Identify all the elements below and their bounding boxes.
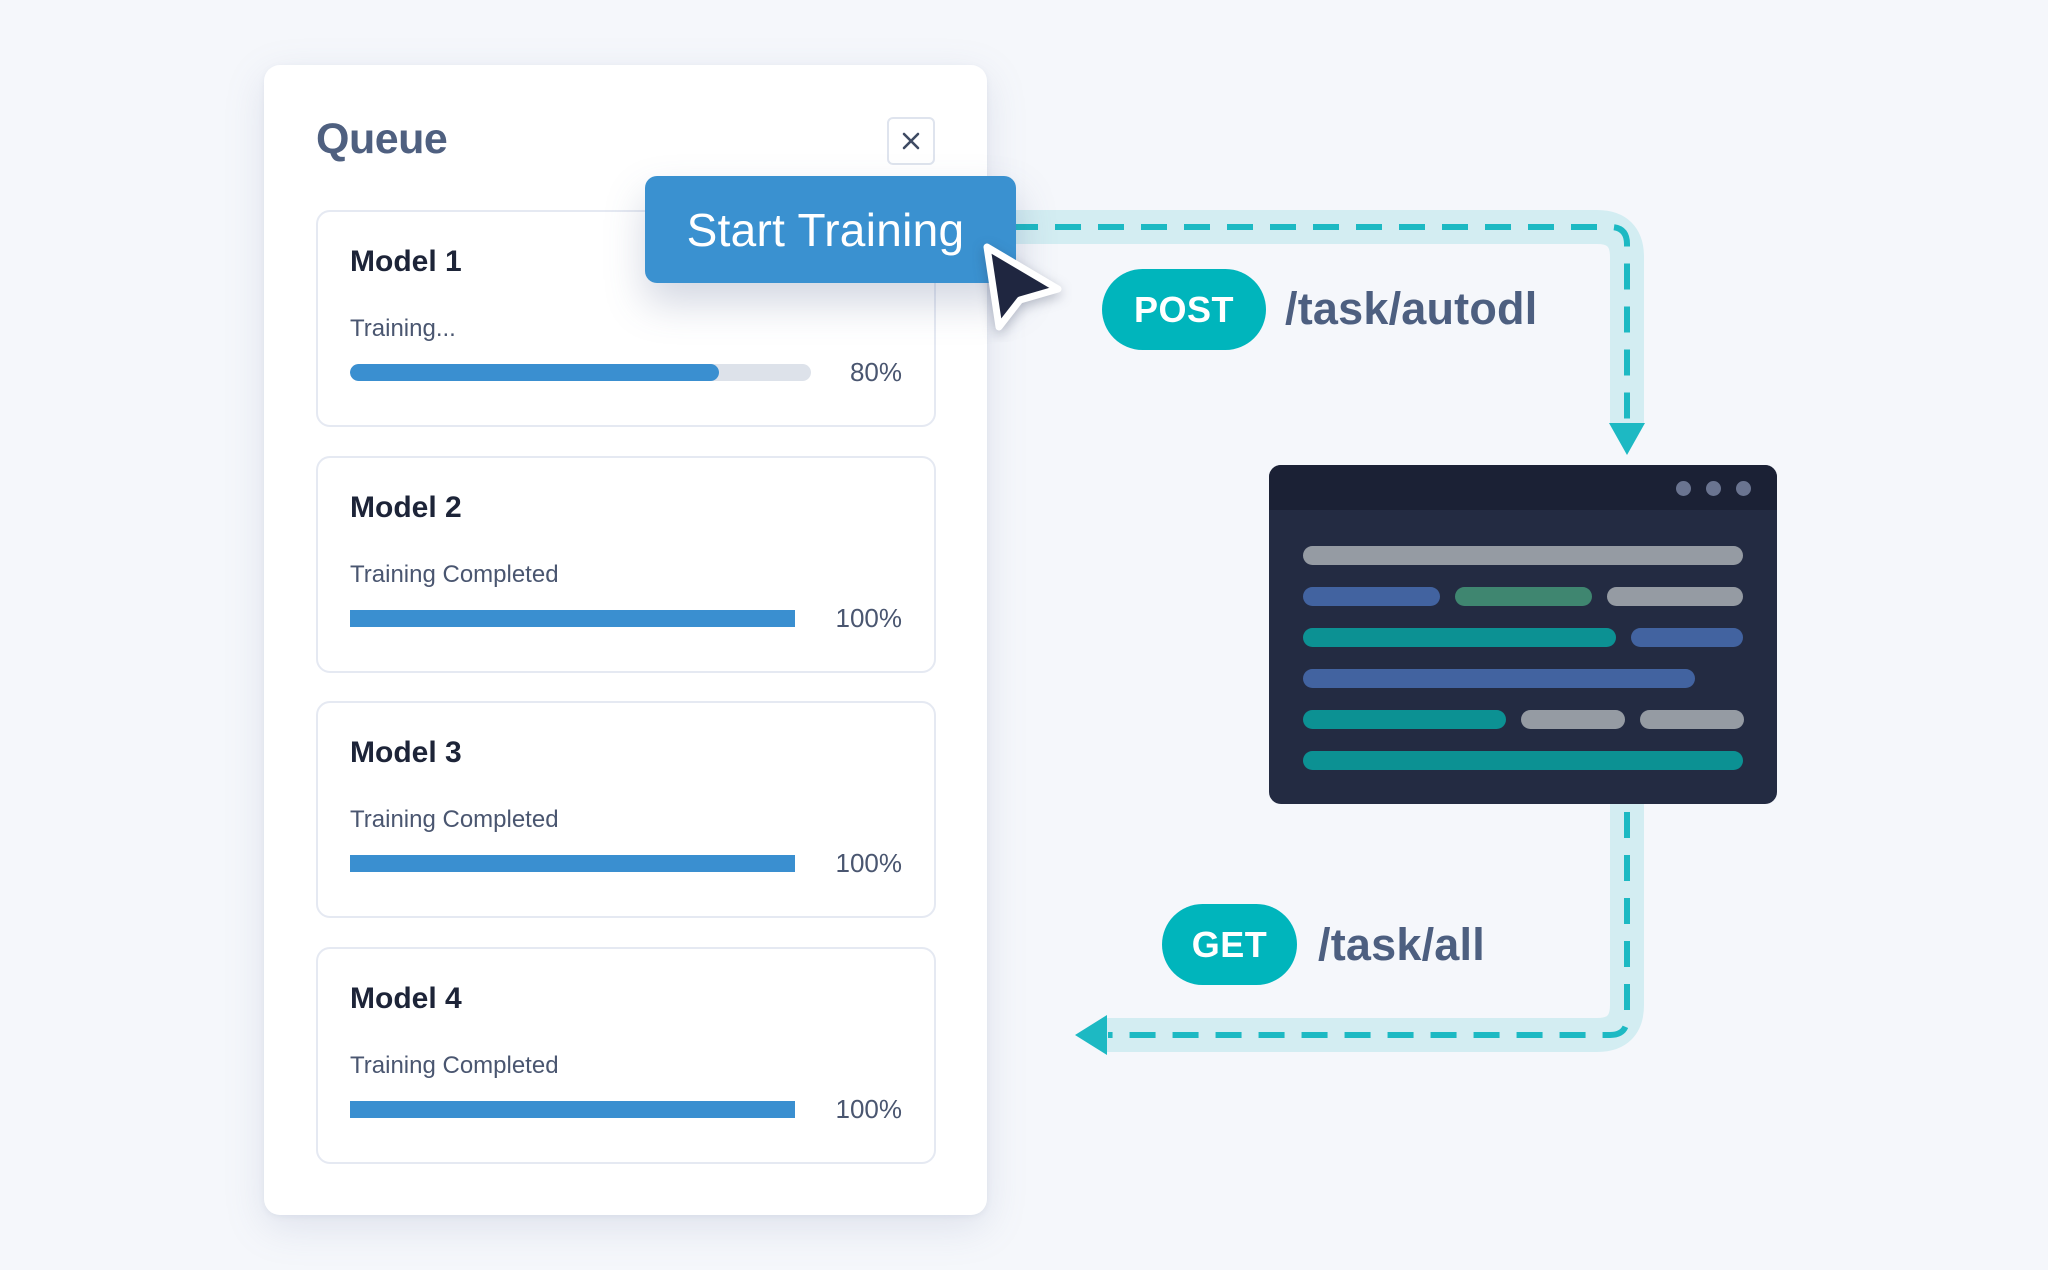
- model-status: Training Completed: [350, 561, 559, 588]
- window-control-dot: [1706, 481, 1721, 496]
- window-control-dot: [1736, 481, 1751, 496]
- progress-bar: [350, 364, 811, 381]
- progress-bar: [350, 610, 795, 627]
- queue-panel: Queue Model 1 Training... 80% Model 2 Tr…: [264, 65, 987, 1215]
- panel-title: Queue: [316, 115, 448, 163]
- code-line-segment: [1303, 628, 1616, 647]
- code-line-segment: [1640, 710, 1744, 729]
- code-line-segment: [1303, 669, 1695, 688]
- progress-percent: 80%: [849, 357, 902, 387]
- code-line-segment: [1631, 628, 1743, 647]
- model-name: Model 1: [350, 245, 462, 278]
- get-method-badge: GET: [1162, 904, 1297, 985]
- start-training-button[interactable]: Start Training: [645, 176, 1016, 283]
- close-icon: [902, 132, 920, 150]
- post-endpoint-label: /task/autodl: [1285, 283, 1538, 334]
- code-line-segment: [1607, 587, 1743, 606]
- queue-item[interactable]: Model 3 Training Completed 100%: [316, 701, 936, 918]
- queue-item[interactable]: Model 4 Training Completed 100%: [316, 947, 936, 1164]
- model-name: Model 4: [350, 982, 462, 1015]
- model-status: Training...: [350, 315, 456, 342]
- progress-percent: 100%: [835, 1094, 903, 1124]
- get-endpoint-label: /task/all: [1318, 919, 1485, 970]
- model-status: Training Completed: [350, 806, 559, 833]
- code-line-segment: [1303, 587, 1440, 606]
- model-status: Training Completed: [350, 1052, 559, 1079]
- window-title-bar: [1269, 465, 1777, 510]
- code-line-segment: [1455, 587, 1592, 606]
- server-window: [1269, 465, 1777, 804]
- code-line-segment: [1521, 710, 1625, 729]
- close-button[interactable]: [887, 117, 935, 165]
- progress-bar: [350, 855, 795, 872]
- queue-item[interactable]: Model 2 Training Completed 100%: [316, 456, 936, 673]
- model-name: Model 2: [350, 491, 462, 524]
- progress-fill: [350, 855, 795, 872]
- progress-fill: [350, 1101, 795, 1118]
- model-name: Model 3: [350, 736, 462, 769]
- progress-bar: [350, 1101, 795, 1118]
- progress-fill: [350, 364, 719, 381]
- window-control-dot: [1676, 481, 1691, 496]
- code-line-segment: [1303, 710, 1506, 729]
- post-method-badge: POST: [1102, 269, 1266, 350]
- mouse-pointer-icon: [983, 243, 1062, 331]
- progress-fill: [350, 610, 795, 627]
- progress-percent: 100%: [835, 848, 903, 878]
- code-line-segment: [1303, 546, 1743, 565]
- progress-percent: 100%: [835, 603, 903, 633]
- code-line-segment: [1303, 751, 1743, 770]
